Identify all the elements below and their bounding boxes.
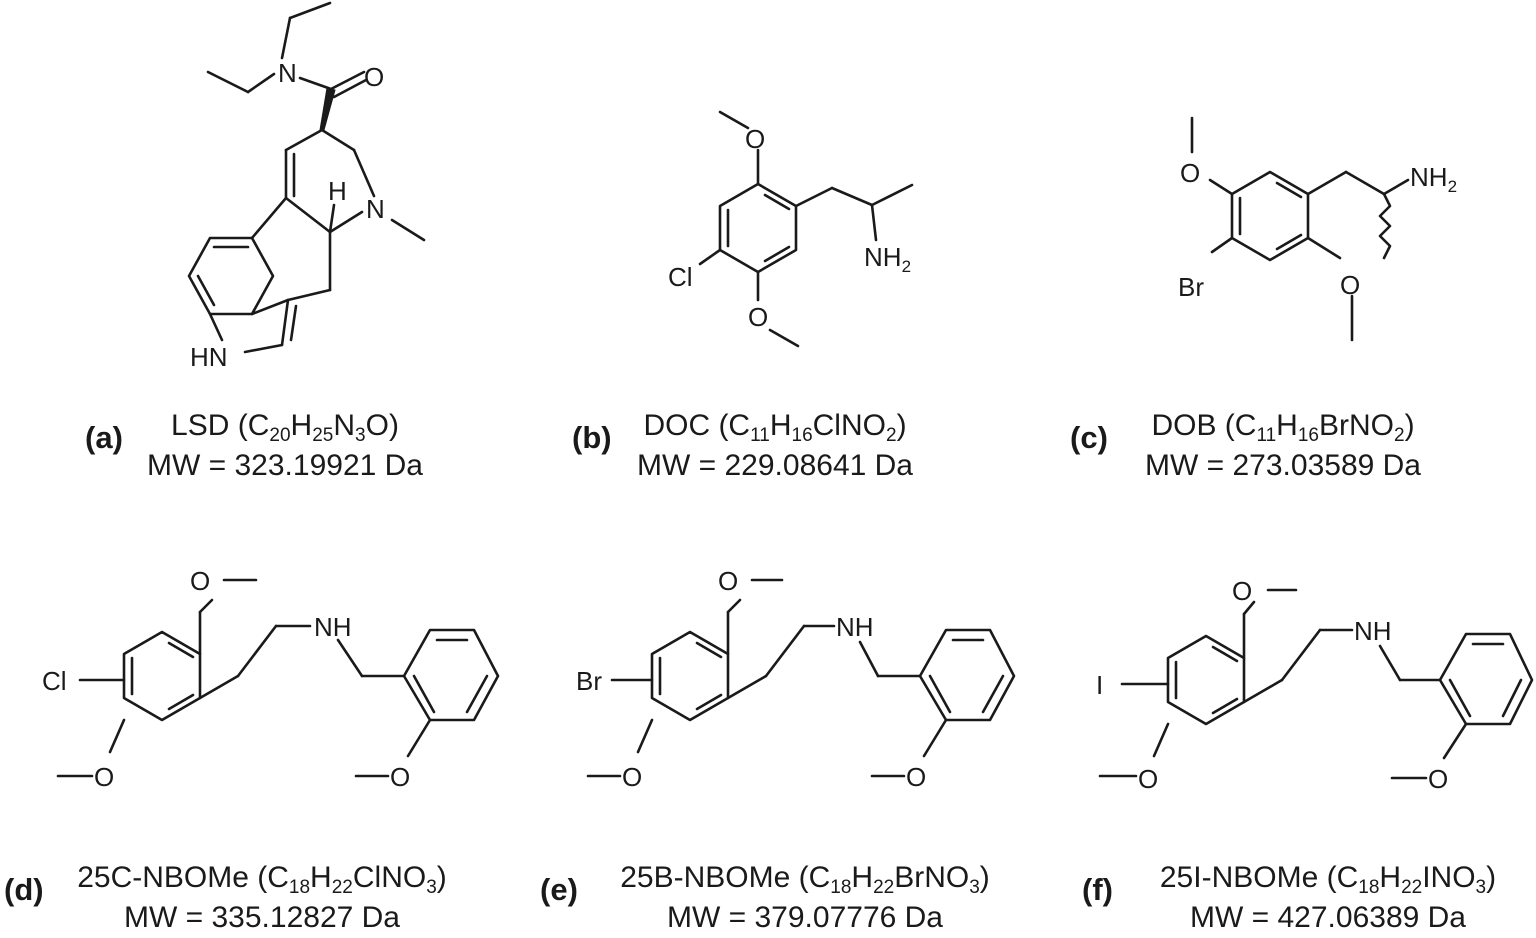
molecular-weight-lsd: MW = 323.19921 Da: [147, 449, 423, 482]
dob-wavy-bond: [1378, 192, 1392, 260]
compound-name-lsd: LSD (C20H25N3O): [171, 409, 399, 446]
25i-nbome-ring-a: [1166, 634, 1246, 726]
lsd-benzene-ring: [187, 236, 275, 316]
doc-benzene-ring: [718, 182, 798, 274]
25b-nbome-o-bottom: O: [622, 762, 642, 792]
molecular-weight-doc: MW = 229.08641 Da: [637, 449, 913, 482]
25b-nbome-o-top: O: [718, 566, 738, 596]
label-b: (b): [572, 420, 612, 455]
label-d: (d): [4, 872, 44, 907]
caption-dob: (c) DOB (C11H16BrNO2) MW = 273.03589 Da: [1070, 406, 1438, 486]
doc-o-bottom: O: [748, 302, 768, 332]
doc-nh2: NH2: [864, 242, 911, 276]
caption-25i-nbome: (f) 25I-NBOMe (C18H22INO3) MW = 427.0638…: [1082, 858, 1528, 938]
25c-nbome-ring-b: [402, 628, 500, 722]
structure-25i-nbome: O I O NH O: [1096, 576, 1534, 794]
25i-nbome-o-top: O: [1232, 576, 1252, 606]
25c-nbome-o-top: O: [190, 566, 210, 596]
compound-name-25b-nbome: 25B-NBOMe (C18H22BrNO3): [620, 861, 990, 898]
structure-doc: O Cl O NH2: [668, 110, 914, 348]
doc-cl: Cl: [668, 262, 693, 292]
dob-br: Br: [1178, 272, 1204, 302]
dob-benzene-ring: [1230, 170, 1310, 262]
structure-25c-nbome: O Cl O NH O: [42, 566, 500, 792]
caption-25c-nbome: (d) 25C-NBOMe (C18H22ClNO3) MW = 335.128…: [4, 858, 462, 938]
caption-25b-nbome: (e) 25B-NBOMe (C18H22BrNO3) MW = 379.077…: [540, 858, 1010, 938]
25c-nbome-o-benzyl: O: [390, 762, 410, 792]
25b-nbome-ring-a: [650, 630, 730, 722]
25i-nbome-o-bottom: O: [1138, 764, 1158, 794]
compound-name-dob: DOB (C11H16BrNO2): [1151, 409, 1415, 446]
dob-o-bottom: O: [1340, 270, 1360, 300]
compound-name-doc: DOC (C11H16ClNO2): [643, 409, 907, 446]
25c-nbome-o-bottom: O: [94, 762, 114, 792]
25b-nbome-br: Br: [576, 666, 602, 696]
compound-name-25i-nbome: 25I-NBOMe (C18H22INO3): [1159, 861, 1497, 898]
lsd-ring-n: N: [366, 194, 385, 224]
molecular-weight-25i-nbome: MW = 427.06389 Da: [1190, 901, 1466, 934]
molecular-weight-dob: MW = 273.03589 Da: [1145, 449, 1421, 482]
label-f: (f): [1082, 872, 1113, 907]
25i-nbome-i: I: [1096, 670, 1103, 700]
lsd-amide-n: N: [278, 58, 297, 88]
dob-nh2: NH2: [1410, 162, 1457, 196]
label-e: (e): [540, 872, 578, 907]
25i-nbome-nh: NH: [1354, 616, 1392, 646]
label-c: (c): [1070, 420, 1108, 455]
structure-dob: O Br O NH2: [1178, 116, 1457, 342]
molecular-weight-25b-nbome: MW = 379.07776 Da: [667, 901, 943, 934]
caption-doc: (b) DOC (C11H16ClNO2) MW = 229.08641 Da: [572, 406, 930, 486]
25i-nbome-o-benzyl: O: [1428, 764, 1448, 794]
25c-nbome-nh: NH: [314, 612, 352, 642]
label-a: (a): [85, 420, 123, 455]
caption-lsd: (a) LSD (C20H25N3O) MW = 323.19921 Da: [85, 406, 435, 486]
25i-nbome-ring-b: [1438, 632, 1534, 726]
lsd-indole-hn: HN: [190, 342, 228, 372]
25b-nbome-ring-b: [918, 628, 1016, 722]
25c-nbome-cl: Cl: [42, 666, 67, 696]
doc-o-top: O: [745, 124, 765, 154]
compound-name-25c-nbome: 25C-NBOMe (C18H22ClNO3): [77, 861, 447, 898]
25b-nbome-nh: NH: [836, 612, 874, 642]
dob-o-top: O: [1180, 158, 1200, 188]
lsd-stereo-h: H: [328, 176, 347, 206]
lsd-carbonyl-o: O: [364, 62, 384, 92]
lsd-wedge-bond: [319, 87, 336, 131]
molecular-weight-25c-nbome: MW = 335.12827 Da: [124, 901, 400, 934]
structure-25b-nbome: O Br O NH O: [576, 566, 1016, 792]
structure-lsd: N O H N HN: [187, 1, 426, 372]
25c-nbome-ring-a: [122, 630, 202, 722]
25b-nbome-o-benzyl: O: [906, 762, 926, 792]
